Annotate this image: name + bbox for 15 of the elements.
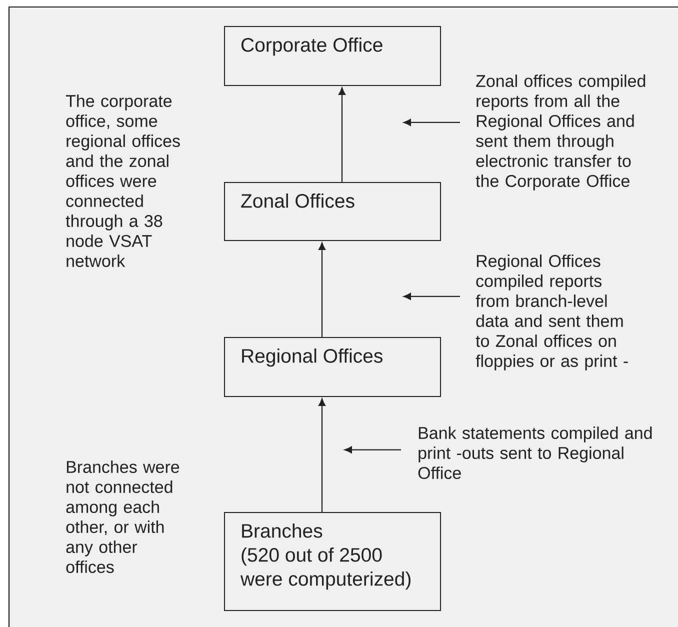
note-text: Branches were not connected among each other, or with any other offices — [66, 460, 180, 574]
arrow — [318, 242, 326, 337]
annotation-text: Zonal offices compiled reports from all the Regional Offices and sent them through electronic transfer to the Corporate Office — [476, 74, 646, 190]
office-box: Branches (520 out of 2500 were computerized) — [224, 512, 441, 611]
arrow — [403, 118, 460, 126]
arrow — [344, 446, 401, 454]
annotation-text: Regional Offices compiled reports from branch-level data and sent them to Zonal offices on floppies or as print - — [476, 254, 628, 370]
annotation-text: Bank statements compiled and print -outs sent to Regional Office — [418, 426, 652, 480]
office-box: Regional Offices — [224, 337, 441, 397]
arrow — [318, 398, 326, 512]
note-text: The corporate office, some regional offices and the zonal offices were connected through a 38 node VSAT network — [66, 94, 180, 268]
arrow — [338, 87, 346, 182]
office-box: Corporate Office — [224, 26, 441, 86]
arrow — [403, 292, 460, 300]
office-box: Zonal Offices — [224, 182, 441, 241]
